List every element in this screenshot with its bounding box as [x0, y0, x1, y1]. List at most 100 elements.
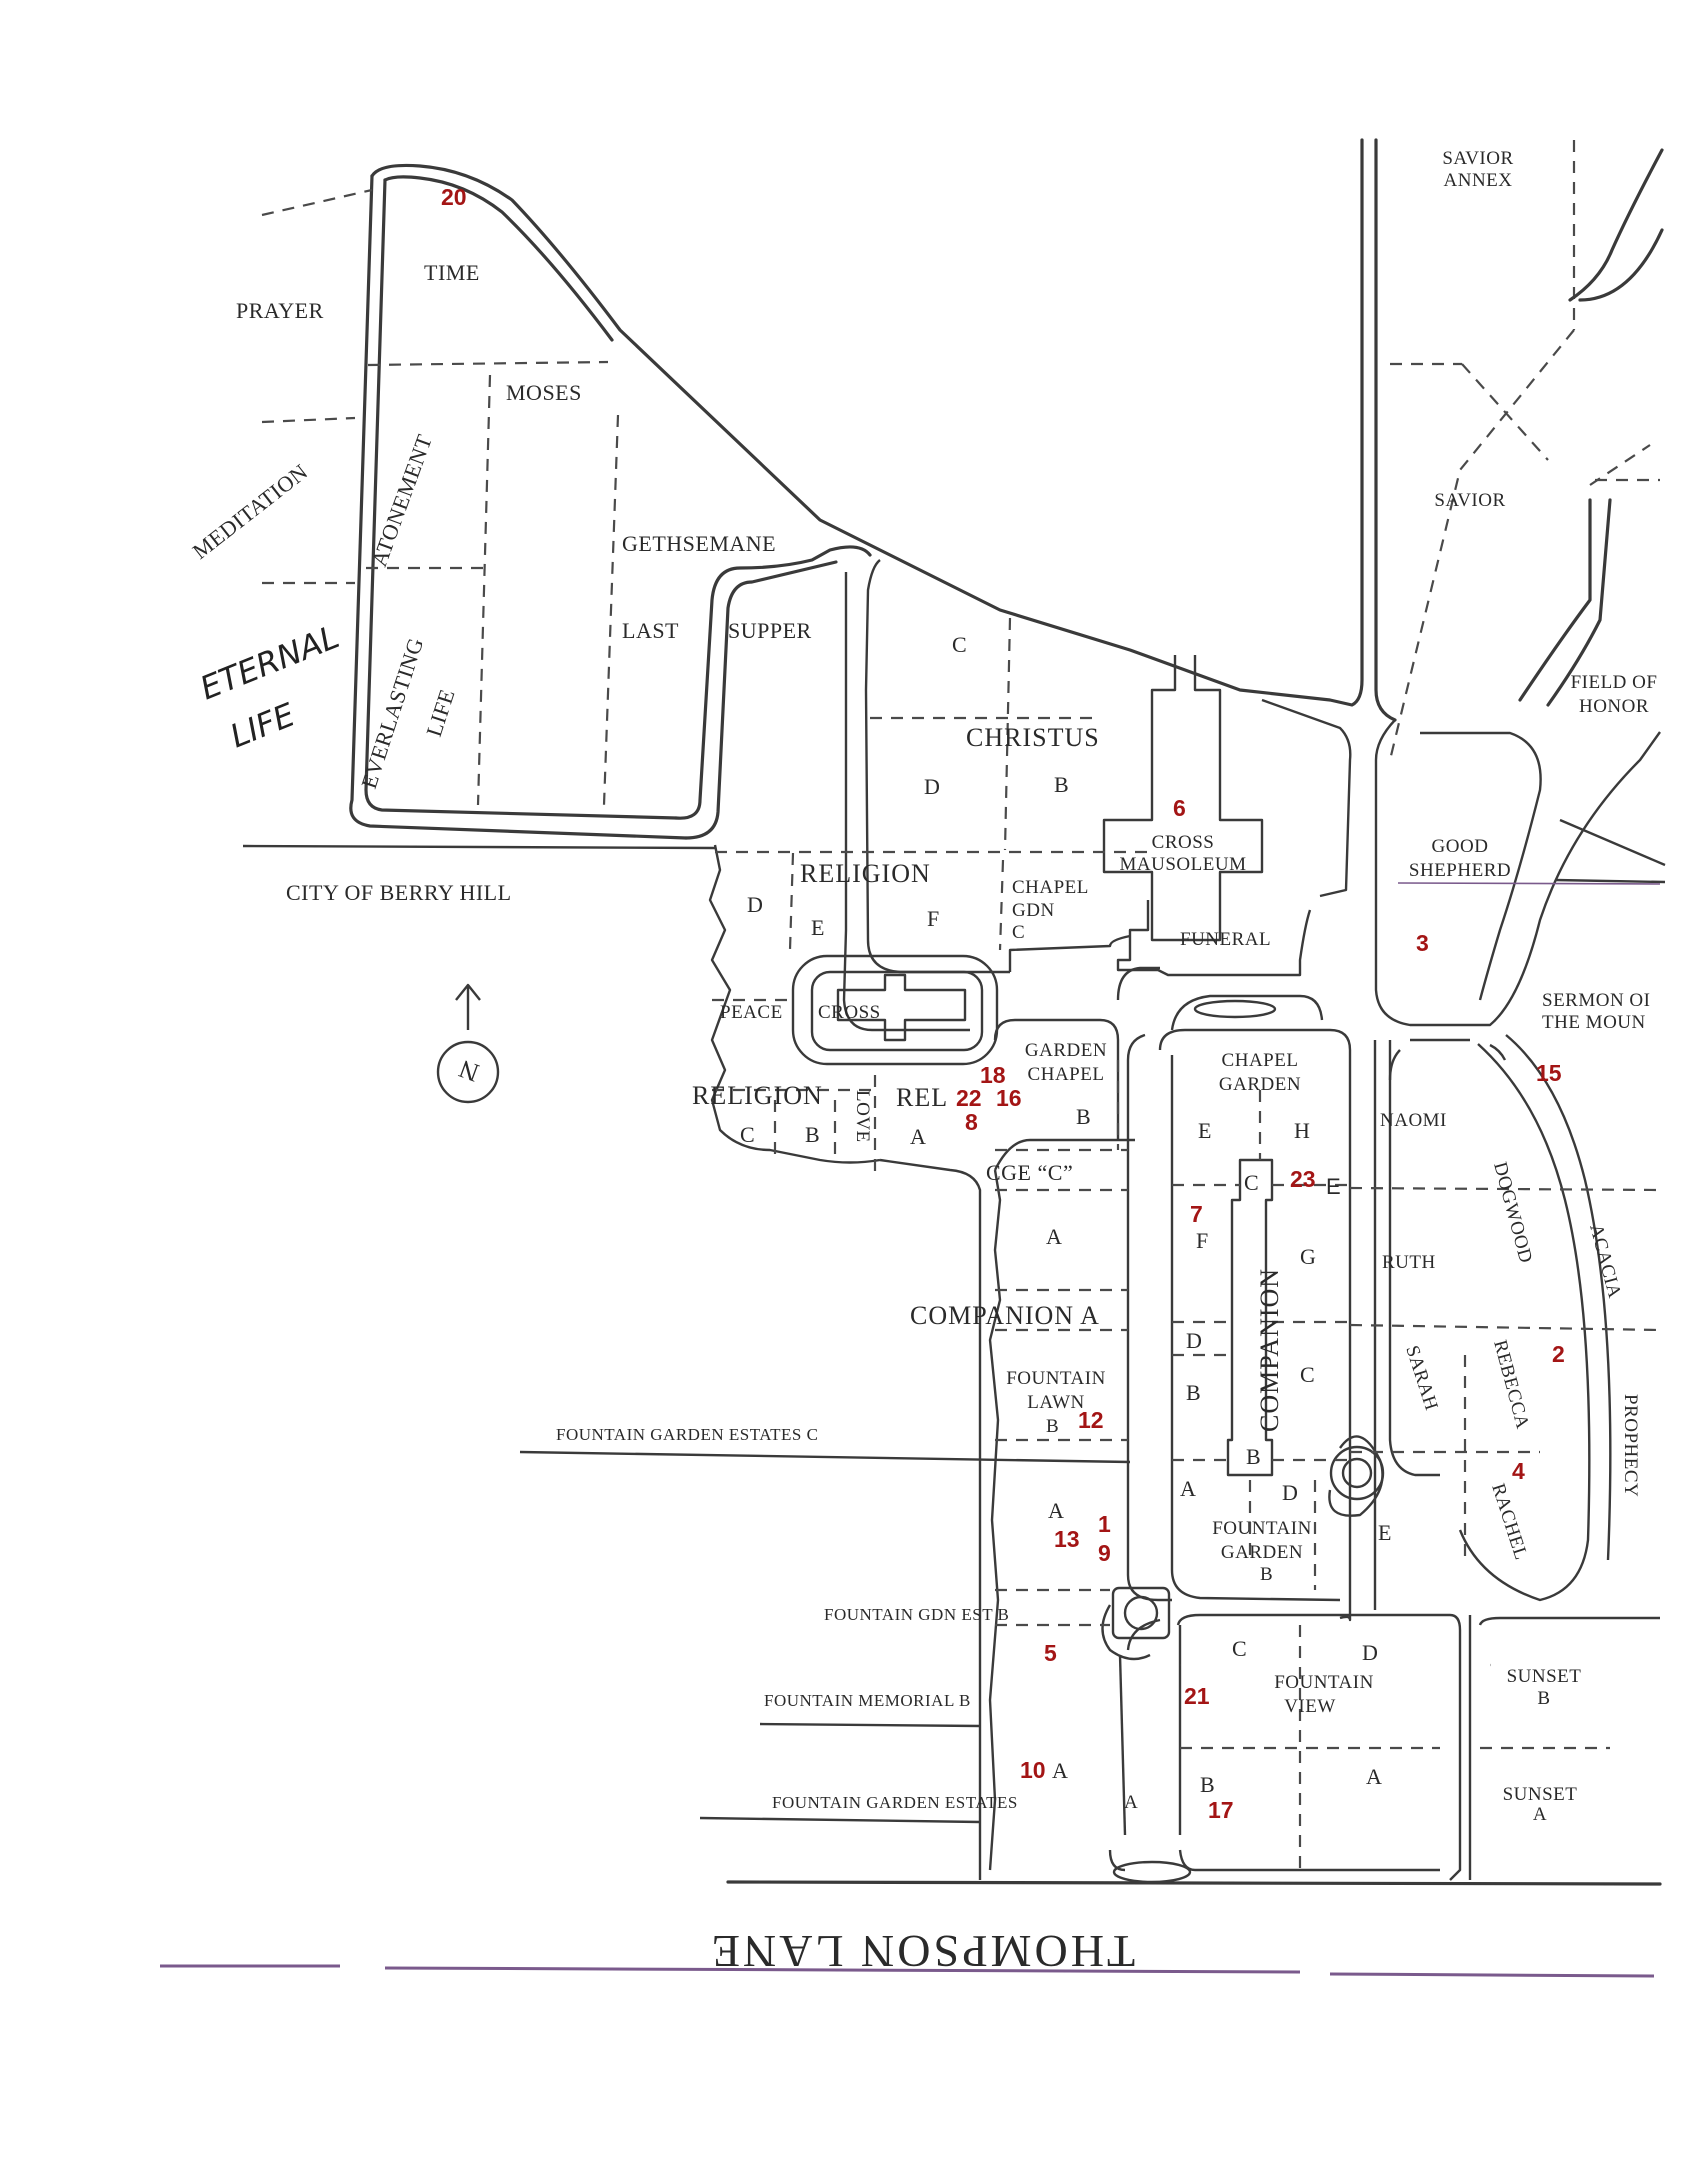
- label-companion-a: COMPANION A: [910, 1301, 1100, 1330]
- street-name-thompson-lane: THOMPSON LANE: [709, 1926, 1135, 1977]
- label-fountain-view-c: C: [1232, 1636, 1247, 1661]
- label-fountain-view-a: A: [1366, 1764, 1382, 1789]
- label-garden-chapel-b: B: [1076, 1104, 1091, 1129]
- label-companion-bottom-b: B: [1246, 1444, 1261, 1469]
- label-garden-chapel-1: GARDEN: [1025, 1040, 1107, 1061]
- label-fountain-garden-1: FOUNTAIN: [1212, 1518, 1312, 1539]
- label-fountain-view-b: B: [1200, 1772, 1215, 1797]
- label-meditation: MEDITATION: [188, 459, 313, 564]
- label-fge-a: FOUNTAIN GARDEN ESTATES: [772, 1793, 1018, 1812]
- handwritten-eternal: ETERNAL: [195, 618, 344, 708]
- label-fountain-lawn-b: B: [1046, 1416, 1059, 1437]
- marker: 12: [1078, 1407, 1104, 1433]
- label-cross-mausoleum-1: CROSS: [1152, 832, 1215, 853]
- label-companion-e-letter: E: [1326, 1174, 1341, 1199]
- label-sunset-b-1: SUNSET: [1507, 1666, 1582, 1687]
- label-sunset-a-1: SUNSET: [1503, 1784, 1578, 1805]
- label-fountain-garden-b: B: [1260, 1564, 1273, 1585]
- label-religion-e: E: [811, 915, 825, 940]
- label-dogwood: DOGWOOD: [1489, 1160, 1536, 1266]
- marker: 17: [1208, 1797, 1234, 1823]
- label-gethsemane: GETHSEMANE: [622, 531, 776, 556]
- marker: 6: [1173, 795, 1186, 821]
- label-moses: MOSES: [506, 380, 582, 405]
- label-cross-mausoleum-2: MAUSOLEUM: [1120, 854, 1247, 875]
- label-religion-d: D: [747, 892, 763, 917]
- marker: 16: [996, 1085, 1022, 1111]
- marker: 9: [1098, 1540, 1111, 1566]
- marker: 2: [1552, 1341, 1565, 1367]
- marker: 15: [1536, 1060, 1562, 1086]
- label-companion-b: B: [1186, 1380, 1201, 1405]
- label-chapel-garden-e: E: [1198, 1118, 1212, 1143]
- label-companion-c: C: [1244, 1170, 1259, 1195]
- label-field-of-honor-2: HONOR: [1579, 696, 1649, 717]
- label-rachel: RACHEL: [1487, 1481, 1531, 1563]
- north-arrow: N: [436, 983, 500, 1104]
- label-sunset-a-2: A: [1533, 1804, 1547, 1825]
- label-fountain-view-2: VIEW: [1284, 1696, 1336, 1717]
- label-cross: CROSS: [818, 1002, 881, 1023]
- marker: 18: [980, 1062, 1006, 1088]
- label-fge-a-letter: A: [1052, 1758, 1068, 1783]
- label-fountain-garden-d: D: [1282, 1480, 1298, 1505]
- label-religion-f: F: [927, 906, 940, 931]
- label-savior-annex-1: SAVIOR: [1442, 148, 1513, 169]
- label-fountain-lawn-a: A: [1048, 1498, 1064, 1523]
- marker: 5: [1044, 1640, 1057, 1666]
- label-fountain-garden-e: E: [1378, 1520, 1392, 1545]
- label-sunset-b-2: B: [1537, 1688, 1550, 1709]
- label-companion: COMPANION: [1255, 1268, 1284, 1432]
- label-companion-g: G: [1300, 1244, 1316, 1269]
- label-sarah: SARAH: [1401, 1343, 1442, 1413]
- marker: 7: [1190, 1201, 1203, 1227]
- label-cge-c: CGE “C”: [986, 1160, 1073, 1185]
- label-religion-top: RELIGION: [800, 859, 931, 888]
- marker: 8: [965, 1109, 978, 1135]
- label-companion-d: D: [1186, 1328, 1202, 1353]
- marker: 13: [1054, 1526, 1080, 1552]
- label-rebecca: REBECCA: [1489, 1338, 1533, 1431]
- label-chapel-gdn-2: GDN: [1012, 900, 1055, 921]
- label-fge-a-end: A: [1124, 1792, 1138, 1813]
- marker: 1: [1098, 1511, 1111, 1537]
- label-chapel-garden-h: H: [1294, 1118, 1310, 1143]
- label-fountain-lawn-1: FOUNTAIN: [1006, 1368, 1106, 1389]
- label-chapel-gdn-1: CHAPEL: [1012, 877, 1089, 898]
- label-fge-c: FOUNTAIN GARDEN ESTATES C: [556, 1425, 818, 1444]
- label-companion-c2: C: [1300, 1362, 1315, 1387]
- marker: 4: [1512, 1458, 1525, 1484]
- label-cge-a: A: [1046, 1224, 1062, 1249]
- marker: 10: [1020, 1757, 1046, 1783]
- label-fountain-view-1: FOUNTAIN: [1274, 1672, 1374, 1693]
- label-garden-chapel-2: CHAPEL: [1028, 1064, 1105, 1085]
- label-prayer: PRAYER: [236, 298, 324, 323]
- marker: 22: [956, 1085, 982, 1111]
- label-prophecy: PROPHECY: [1620, 1394, 1641, 1497]
- label-christus-d: D: [924, 774, 940, 799]
- marker: 20: [441, 184, 467, 210]
- label-christus: CHRISTUS: [966, 723, 1100, 752]
- label-good-shepherd-1: GOOD: [1432, 836, 1489, 857]
- label-chapel-garden-2: GARDEN: [1219, 1074, 1301, 1095]
- section-labels: PRAYER TIME MEDITATION ATONEMENT MOSES G…: [188, 148, 1657, 1825]
- label-christus-c: C: [952, 632, 967, 657]
- label-love: LOVE: [852, 1090, 873, 1143]
- label-companion-f: F: [1196, 1228, 1209, 1253]
- label-sermon-2: THE MOUN: [1542, 1012, 1646, 1033]
- label-last: LAST: [622, 618, 679, 643]
- handwritten-eternal-life: ETERNAL LIFE: [195, 618, 344, 756]
- label-funeral: FUNERAL: [1180, 929, 1271, 950]
- label-christus-b: B: [1054, 772, 1069, 797]
- label-peace: PEACE: [720, 1002, 783, 1023]
- marker: 3: [1416, 930, 1429, 956]
- label-fountain-garden-2: GARDEN: [1221, 1542, 1303, 1563]
- north-arrow-letter: N: [454, 1054, 483, 1088]
- label-supper: SUPPER: [728, 618, 812, 643]
- page-rule-lines: [160, 882, 1661, 1978]
- location-markers: 20 6 3 15 18 22 16 8 23 7 2 12 4 1 13 9 …: [441, 184, 1565, 1823]
- label-religion-b: B: [805, 1122, 820, 1147]
- label-time: TIME: [424, 260, 480, 285]
- label-fountain-lawn-2: LAWN: [1027, 1392, 1084, 1413]
